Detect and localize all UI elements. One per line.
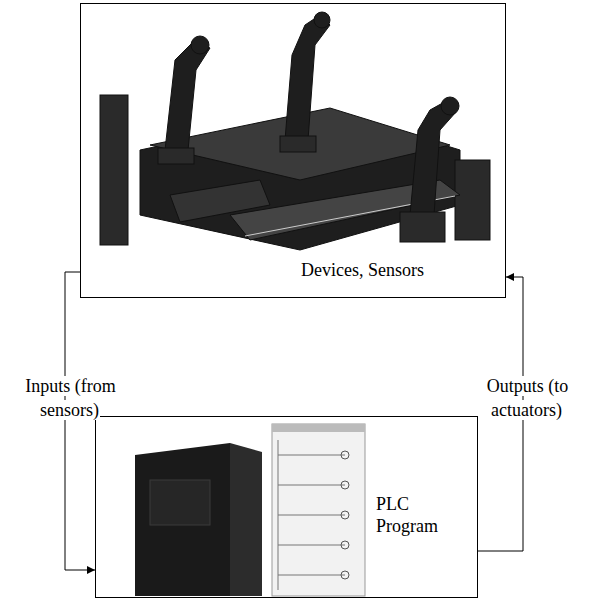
- robot-arm-right: [410, 100, 456, 215]
- plc-box: PLC Program: [95, 416, 478, 598]
- signal-arrow: [65, 272, 95, 570]
- screen-frame: [272, 424, 365, 596]
- ladder-rungs: [278, 440, 345, 590]
- robot-arm-center: [285, 15, 330, 140]
- robot-joint: [441, 97, 459, 115]
- edge-label-box: Outputs (to actuators): [462, 374, 592, 422]
- robot-arm-left: [165, 40, 210, 150]
- plc-hardware: [135, 443, 262, 596]
- robot-base: [400, 212, 445, 242]
- robot-cell: [100, 12, 490, 250]
- robot-base: [158, 148, 194, 164]
- robot-base: [280, 136, 316, 152]
- program-screenshot: [272, 424, 365, 596]
- edge-label: Outputs (to actuators): [486, 376, 569, 420]
- device-box: Devices, Sensors: [80, 3, 506, 298]
- front-table: [170, 180, 270, 222]
- edge-label: Inputs (from sensors): [24, 376, 115, 420]
- side-panel-right: [455, 160, 490, 240]
- ladder-coils: [341, 451, 349, 579]
- node-label: PLC Program: [376, 493, 456, 537]
- plc-module: [150, 480, 210, 525]
- plc-front: [135, 443, 230, 596]
- screen-titlebar: [272, 424, 365, 432]
- robot-joint: [191, 36, 209, 54]
- plc-side: [230, 443, 262, 596]
- edge-label-box: Inputs (from sensors): [8, 374, 132, 422]
- robot-joint: [314, 12, 330, 28]
- side-panel: [100, 95, 128, 245]
- node-label: Devices, Sensors: [301, 259, 424, 281]
